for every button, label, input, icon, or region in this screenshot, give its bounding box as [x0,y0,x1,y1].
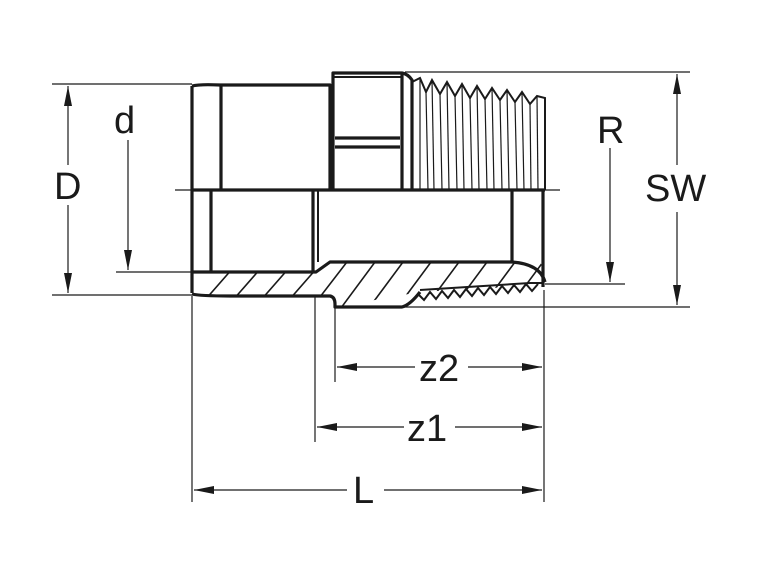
section-hatching [204,272,318,296]
external-thread [401,71,546,191]
label-d: d [114,100,135,142]
dimension-z2: z2 [337,348,542,390]
dimension-SW: SW [645,74,706,305]
dimension-z1: z1 [317,408,542,450]
label-L: L [353,470,374,512]
label-SW: SW [645,168,706,210]
dimension-d: d [114,100,135,270]
section-thread [417,282,539,302]
label-D: D [54,166,81,208]
dimension-D: D [54,86,81,293]
dimension-R: R [597,110,624,282]
fitting-body [190,71,547,309]
label-R: R [597,110,624,152]
dimension-L: L [194,470,542,512]
label-z2: z2 [419,348,459,390]
label-z1: z1 [407,408,447,450]
